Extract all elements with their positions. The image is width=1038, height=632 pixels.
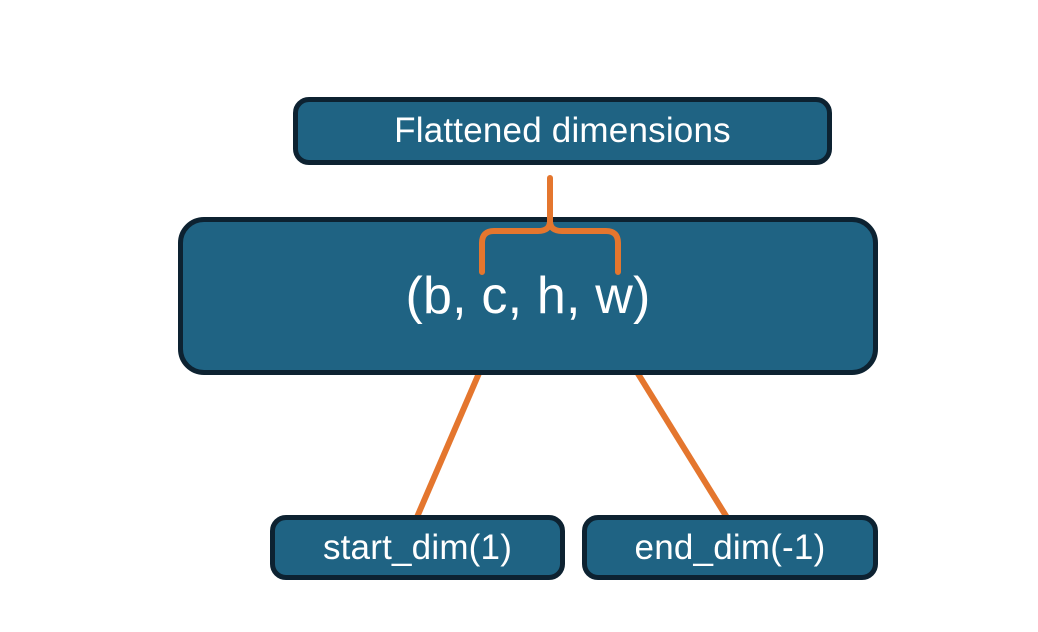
brace-flattened-range [479,218,621,275]
